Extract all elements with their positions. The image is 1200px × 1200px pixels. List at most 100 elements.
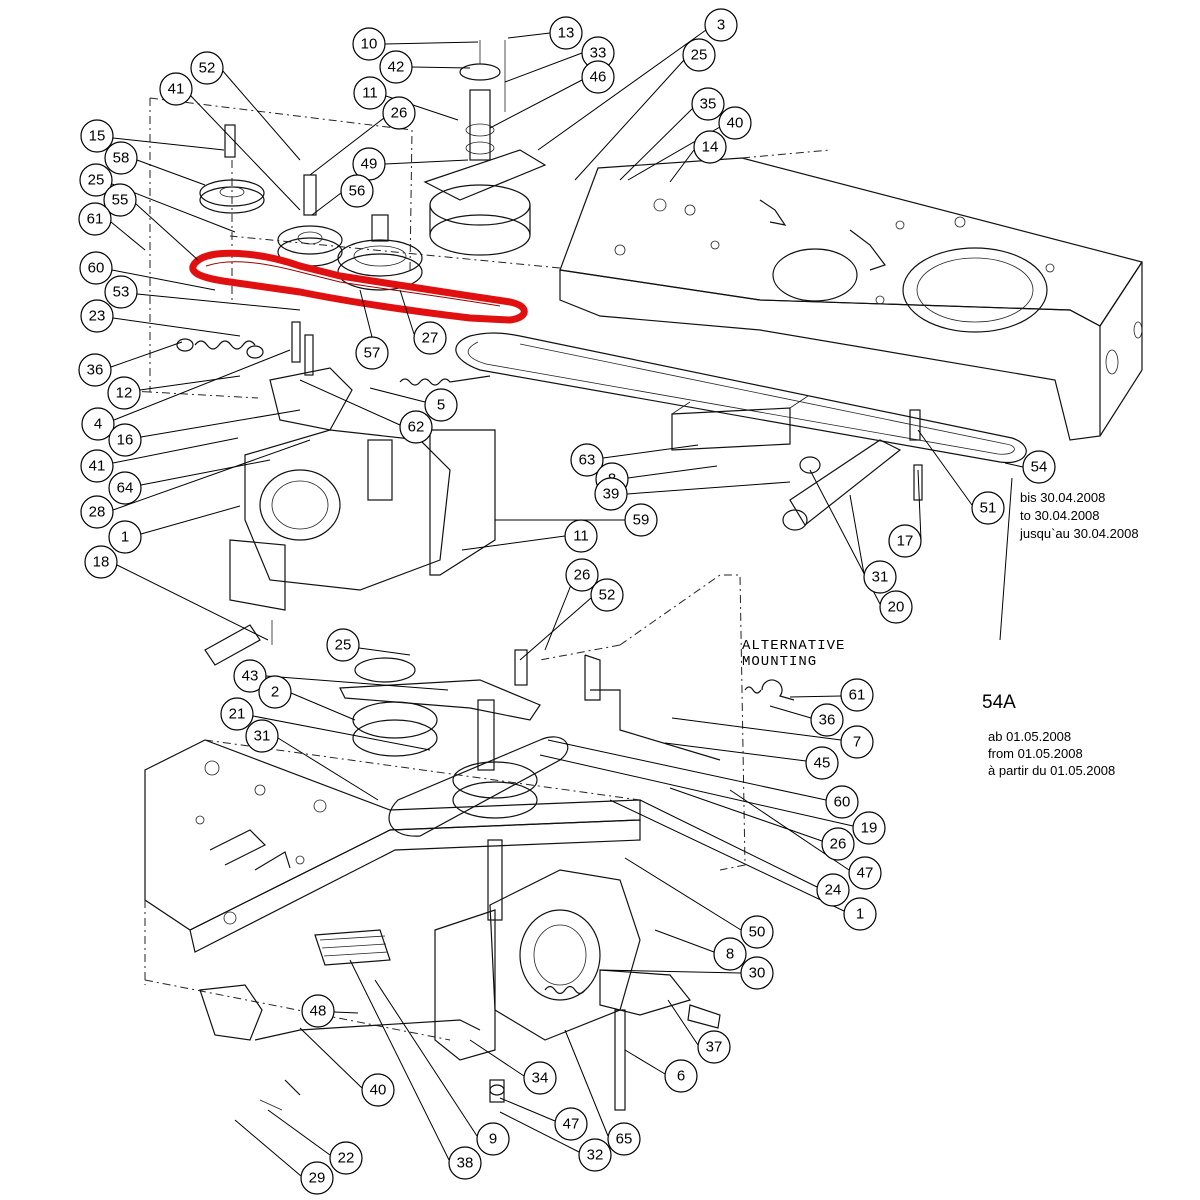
callout-circle: [80, 449, 114, 483]
traction-belt: [455, 332, 1027, 531]
callout-number: 29: [309, 1170, 326, 1187]
callout-number: 1: [121, 529, 129, 546]
callout-circle: [108, 520, 142, 554]
callout-circle: [879, 590, 913, 624]
note-from: from 01.05.2008: [988, 746, 1083, 761]
callout-circle: [355, 336, 389, 370]
callout-circle: [399, 410, 433, 444]
callout-number: 15: [89, 128, 106, 145]
part-callout: 40: [718, 106, 752, 140]
part-callout: 21: [220, 697, 254, 731]
callout-circle: [554, 1107, 588, 1141]
part-callout: 37: [697, 1030, 731, 1064]
callout-circle: [78, 353, 112, 387]
part-callout: 25: [682, 38, 716, 72]
callout-number: 24: [825, 882, 842, 899]
part-callout: 28: [80, 495, 114, 529]
callout-circle: [840, 725, 874, 759]
callout-circle: [353, 76, 387, 110]
callout-number: 60: [88, 260, 105, 277]
callout-number: 10: [361, 36, 378, 53]
callout-number: 40: [727, 115, 744, 132]
callout-number: 31: [254, 728, 271, 745]
leader-lines: [110, 29, 1024, 1177]
part-callout: 36: [810, 703, 844, 737]
callout-circle: [80, 495, 114, 529]
callout-circle: [190, 51, 224, 85]
part-callout: 54: [1022, 450, 1056, 484]
callout-number: 21: [229, 706, 246, 723]
callout-number: 36: [819, 712, 836, 729]
part-callout: 65: [607, 1122, 641, 1156]
part-callout: 6: [664, 1059, 698, 1093]
part-callout: 35: [691, 87, 725, 121]
callout-number: 45: [814, 755, 831, 772]
callout-number: 41: [89, 458, 106, 475]
part-callout: 48: [301, 994, 335, 1028]
callout-number: 18: [93, 554, 110, 571]
callout-circle: [863, 560, 897, 594]
callout-circle: [590, 578, 624, 612]
part-callout: 14: [693, 130, 727, 164]
callout-number: 52: [599, 587, 616, 604]
callout-number: 9: [489, 1131, 497, 1148]
callout-circle: [104, 275, 138, 309]
callout-number: 37: [706, 1039, 723, 1056]
callout-circle: [607, 1122, 641, 1156]
part-callout: 41: [80, 449, 114, 483]
callout-circle: [840, 678, 874, 712]
callout-number: 28: [89, 504, 106, 521]
callout-circle: [581, 60, 615, 94]
part-callout: 12: [107, 376, 141, 410]
part-callout: 61: [78, 202, 112, 236]
callout-number: 55: [112, 192, 129, 209]
note-ab: ab 01.05.2008: [988, 729, 1071, 744]
note-to: to 30.04.2008: [1020, 508, 1100, 523]
part-callout: 49: [352, 147, 386, 181]
part-callout: 30: [740, 956, 774, 990]
callout-number: 25: [88, 172, 105, 189]
lower-transaxle: [199, 839, 721, 1111]
part-callout: 23: [80, 299, 114, 333]
callout-number: 40: [370, 1082, 387, 1099]
part-callout: 29: [300, 1161, 334, 1195]
callout-circle: [301, 994, 335, 1028]
callout-circle: [578, 1138, 612, 1172]
part-callout: 63: [570, 443, 604, 477]
callout-circle: [740, 915, 774, 949]
callout-circle: [326, 628, 360, 662]
part-callout: 62: [399, 410, 433, 444]
callout-number: 20: [888, 599, 905, 616]
callout-number: 8: [726, 946, 734, 963]
callout-number: 58: [113, 150, 130, 167]
callout-number: 42: [388, 59, 405, 76]
callout-circle: [713, 937, 747, 971]
callout-circle: [704, 8, 738, 42]
callout-number: 4: [94, 416, 102, 433]
callout-circle: [523, 1061, 557, 1095]
lower-chassis-frame: [144, 739, 641, 1041]
part-callout: 46: [581, 60, 615, 94]
callout-number: 13: [558, 25, 575, 42]
callout-circle: [1022, 450, 1056, 484]
callout-number: 54: [1031, 459, 1048, 476]
callout-circle: [476, 1122, 510, 1156]
callout-number: 57: [364, 345, 381, 362]
part-callout: 26: [565, 558, 599, 592]
part-callout: 19: [852, 811, 886, 845]
callout-circle: [564, 519, 598, 553]
part-callout: 61: [840, 678, 874, 712]
callout-number: 26: [830, 836, 847, 853]
callout-circle: [382, 96, 416, 130]
lower-pulley-assembly: [339, 649, 795, 819]
lower-mounting-plate: [539, 574, 746, 871]
part-callout: 56: [340, 174, 374, 208]
upper-pulley-assembly: [199, 40, 547, 300]
callout-number: 46: [590, 69, 607, 86]
callout-circle: [300, 1161, 334, 1195]
callout-circle: [352, 27, 386, 61]
callout-circle: [697, 1030, 731, 1064]
part-callout: 38: [448, 1146, 482, 1180]
part-callout: 4: [81, 407, 115, 441]
